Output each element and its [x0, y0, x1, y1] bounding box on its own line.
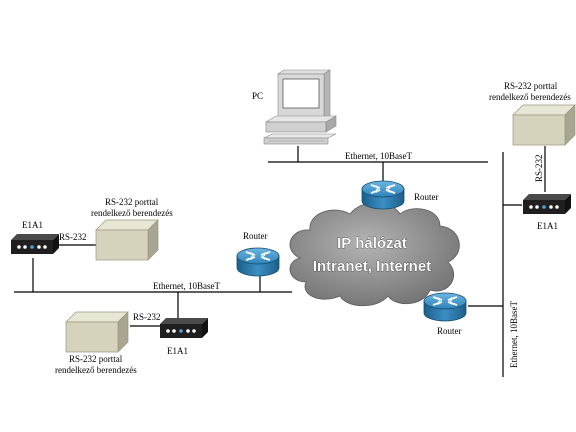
device-right-label-line1: RS-232 porttal — [504, 81, 558, 91]
e1a1-bottom-label: E1A1 — [167, 346, 188, 356]
rs232-bottom-label: RS-232 — [133, 312, 161, 322]
e1a1-right-icon — [523, 194, 571, 214]
device-left-label-line1: RS-232 porttal — [105, 197, 159, 207]
ethernet-right-label: Ethernet, 10BaseT — [509, 301, 519, 368]
router-top-label: Router — [414, 192, 439, 202]
rs232-right-label: RS-232 — [534, 154, 544, 182]
device-bottom-label-line2: rendelkező berendezés — [55, 365, 137, 375]
rs232-device-left-icon — [95, 219, 159, 261]
rs232-left-label: RS-232 — [59, 232, 87, 242]
rs232-device-right-icon — [512, 104, 576, 146]
device-bottom-label-line1: RS-232 porttal — [69, 354, 123, 364]
e1a1-left-label: E1A1 — [22, 220, 43, 230]
ip-network-cloud: IP hálózat Intranet, Internet — [289, 202, 460, 307]
pc-label: PC — [252, 91, 263, 101]
cloud-label-line1: IP hálózat — [337, 235, 407, 252]
ethernet-top-label: Ethernet, 10BaseT — [345, 151, 412, 161]
device-left-label-line2: rendelkező berendezés — [91, 208, 173, 218]
router-right-label: Router — [437, 326, 462, 336]
device-right-label-line2: rendelkező berendezés — [489, 92, 571, 102]
router-top-icon — [361, 180, 405, 210]
e1a1-right-label: E1A1 — [537, 221, 558, 231]
router-right-icon — [423, 292, 467, 322]
router-left-icon — [236, 247, 280, 277]
rs232-device-bottom-icon — [65, 311, 129, 353]
cloud-label-line2: Intranet, Internet — [313, 258, 431, 275]
router-left-label: Router — [243, 231, 268, 241]
ethernet-left-label: Ethernet, 10BaseT — [153, 281, 220, 291]
pc-icon — [263, 69, 338, 145]
e1a1-left-icon — [11, 234, 59, 254]
e1a1-bottom-icon — [160, 318, 208, 338]
